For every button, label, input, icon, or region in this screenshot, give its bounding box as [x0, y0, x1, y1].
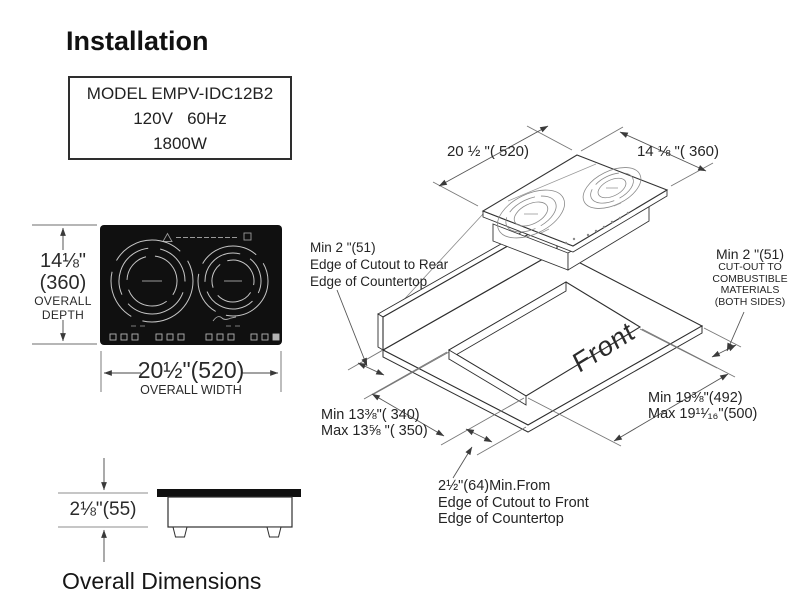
depth-value: 14⅛": [39, 250, 87, 272]
cutout-depth-dimension: [363, 351, 525, 446]
side-clearance-line-2: CUT-OUT TO: [718, 261, 782, 273]
front-clearance-annotation: 2½"(64)Min.From Edge of Cutout to Front …: [438, 478, 589, 528]
iso-depth-dimension: [580, 126, 714, 187]
control-buttons: [109, 325, 280, 341]
foot-right: [266, 526, 282, 538]
electrical-rating: 120V 60Hz: [133, 108, 227, 128]
side-clearance-line-4: MATERIALS: [720, 284, 780, 296]
cutout-width-dimension: [527, 328, 736, 447]
front-clearance-line-3: Edge of Countertop: [438, 511, 564, 527]
model-number: MODEL EMPV-IDC12B2: [86, 83, 274, 103]
burner-left: [110, 239, 194, 323]
backsplash-end: [377, 313, 384, 351]
warning-square-icon: [243, 232, 252, 241]
countertop: [377, 214, 704, 433]
width-dimension-lines: [100, 351, 282, 392]
brand-logo: [212, 316, 237, 322]
iso-depth-dimension-label: 14 ⅛ "( 360): [636, 143, 720, 160]
overall-height-dimension-label: 2⅛"(55): [69, 499, 137, 520]
overall-width-dimension-label: 20½"(520) OVERALL WIDTH: [118, 358, 264, 398]
depth-dimension-lines: [32, 224, 97, 345]
front-clearance-line-1: 2½"(64)Min.From: [438, 478, 551, 494]
rear-clearance-annotation: Min 2 "(51) Edge of Cutout to Rear Edge …: [310, 239, 448, 290]
iso-burner-left: [497, 189, 565, 239]
rear-clearance-line-1: Min 2 "(51): [310, 240, 376, 255]
cutout-depth-max: Max 13⅝ "( 350): [321, 423, 428, 439]
front-clearance-dimension: [452, 426, 527, 479]
top-view-drawing: [32, 224, 282, 392]
iso-control-dots: [564, 211, 630, 245]
side-clearance-line-3: COMBUSTIBLE: [712, 272, 788, 285]
model-spec-box: MODEL EMPV-IDC12B2 120V 60Hz 1800W: [68, 76, 292, 160]
countertop-thickness: [382, 325, 703, 433]
cooktop-surface: [100, 225, 282, 345]
warning-triangle-icon: [162, 232, 173, 242]
overall-dimensions-caption: Overall Dimensions: [62, 568, 262, 594]
cutout-width-min: Min 19⅜"(492): [648, 390, 743, 406]
side-clearance-line-5: (BOTH SIDES): [714, 295, 786, 308]
cutout-width-max: Max 19¹¹⁄₁₆"(500): [648, 406, 758, 422]
glass-top-profile: [157, 489, 301, 497]
iso-drawing: [336, 125, 745, 479]
depth-caption-1: OVERALL: [34, 294, 92, 308]
depth-value-mm: (360): [39, 272, 87, 294]
depth-caption-2: DEPTH: [41, 308, 85, 322]
width-caption: OVERALL WIDTH: [140, 383, 242, 397]
cooktop-top-face: [481, 154, 669, 247]
foot-left: [172, 526, 188, 538]
warning-icons: [162, 232, 252, 242]
page-title: Installation: [66, 26, 209, 56]
iso-burner-right: [582, 167, 642, 209]
iso-width-dimension-label: 20 ½ "( 520): [446, 143, 530, 160]
overall-depth-dimension-label: 14⅛" (360) OVERALL DEPTH: [28, 250, 98, 322]
rear-clearance-line-3: Edge of Countertop: [310, 274, 428, 289]
iso-cooktop: [481, 154, 669, 271]
cutout-width-annotation: Min 19⅜"(492) Max 19¹¹⁄₁₆"(500): [648, 390, 757, 422]
iso-width-dimension: [432, 125, 573, 207]
power-rating: 1800W: [153, 133, 207, 153]
cutout-depth-min: Min 13⅜"( 340): [321, 407, 420, 423]
width-value: 20½"(520): [137, 357, 245, 383]
iso-cooktop-details: [507, 163, 630, 245]
front-clearance-line-2: Edge of Cutout to Front: [438, 494, 589, 511]
side-view-drawing: [58, 458, 301, 562]
side-clearance-line-1: Min 2 "(51): [716, 246, 784, 262]
side-clearance-annotation: Min 2 "(51) CUT-OUT TO COMBUSTIBLE MATER…: [702, 246, 798, 308]
cutout-left-wall: [448, 349, 527, 406]
burner-right: [197, 245, 269, 317]
body-profile: [167, 496, 293, 528]
rear-clearance-line-2: Edge of Cutout to Rear: [310, 257, 449, 272]
cutout-depth-annotation: Min 13⅜"( 340) Max 13⅝ "( 350): [321, 407, 428, 439]
rear-clearance-dimension: [336, 289, 450, 395]
